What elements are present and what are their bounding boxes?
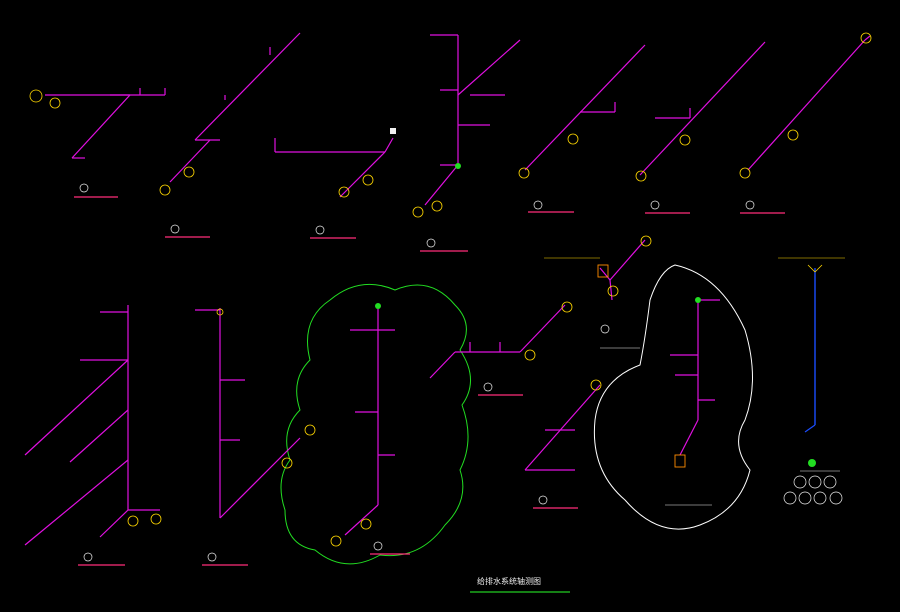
title-bubble [315,225,325,235]
title-bubble [483,382,493,392]
riser-node [455,163,461,169]
pipe-bubble [360,518,372,530]
pipe-bubble [362,174,374,186]
title-bubble [79,183,89,193]
title-bubble [373,541,383,551]
main-title: 给排水系统轴测图 [477,576,541,586]
riser-node [695,297,701,303]
pipe-system-8 [24,305,160,546]
pipe-bubble [518,167,530,179]
riser-node [375,303,381,309]
title-bubble [538,495,548,505]
title-bubble [745,200,755,210]
pipe-bubble [431,200,443,212]
pipe-bubble [524,349,536,361]
equipment-box [597,264,609,278]
pipe-bubble [640,235,652,247]
pipe-system-6 [639,41,766,176]
title-bubble [207,552,217,562]
pipe-bubble [49,97,61,109]
pipe-bubble [679,134,691,146]
pipe-bubble [338,186,350,198]
revision-cloud-green [280,283,471,565]
title-bubble [533,200,543,210]
pipe-system-2 [169,32,301,183]
title-bubble [170,224,180,234]
pipe-system-9 [195,308,301,519]
pipe-system-11 [429,304,566,379]
pipe-bubble [127,515,139,527]
pipe-system-7 [747,35,871,171]
legend-marker [808,459,816,467]
pipe-system-10 [344,306,395,536]
equipment-box [674,454,686,468]
pipe-bubble [412,206,424,218]
pipe-bubble [860,32,872,44]
pipe-system-4 [424,34,521,206]
pipe-bubble [304,424,316,436]
title-bubble [650,200,660,210]
pipe-bubble [159,184,171,196]
pipe-bubble [739,167,751,179]
pipe-bubble [150,513,162,525]
pipe-bubble [561,301,573,313]
pipe-bubble [590,379,602,391]
pipe-system-3 [274,137,394,198]
revision-cloud-white [593,264,753,530]
pipe-bubble [281,457,293,469]
title-bubble [426,238,436,248]
pipe-bubble [607,285,619,297]
title-bubble [83,552,93,562]
pipe-bubble [183,166,195,178]
pipe-system-14 [778,257,845,433]
pipe-system-13 [524,299,720,471]
pipe-bubble [567,133,579,145]
pipe-system-12 [599,239,646,301]
pipe-bubble [635,170,647,182]
title-bubble [600,324,610,334]
pipe-system-5 [524,44,646,171]
fixture-symbol [390,128,396,134]
detail-marker [29,89,43,103]
pipe-bubble [787,129,799,141]
pipe-system-1 [45,88,166,159]
pipe-bubble [330,535,342,547]
legend-symbols [783,475,843,505]
pipe-node [216,308,224,316]
